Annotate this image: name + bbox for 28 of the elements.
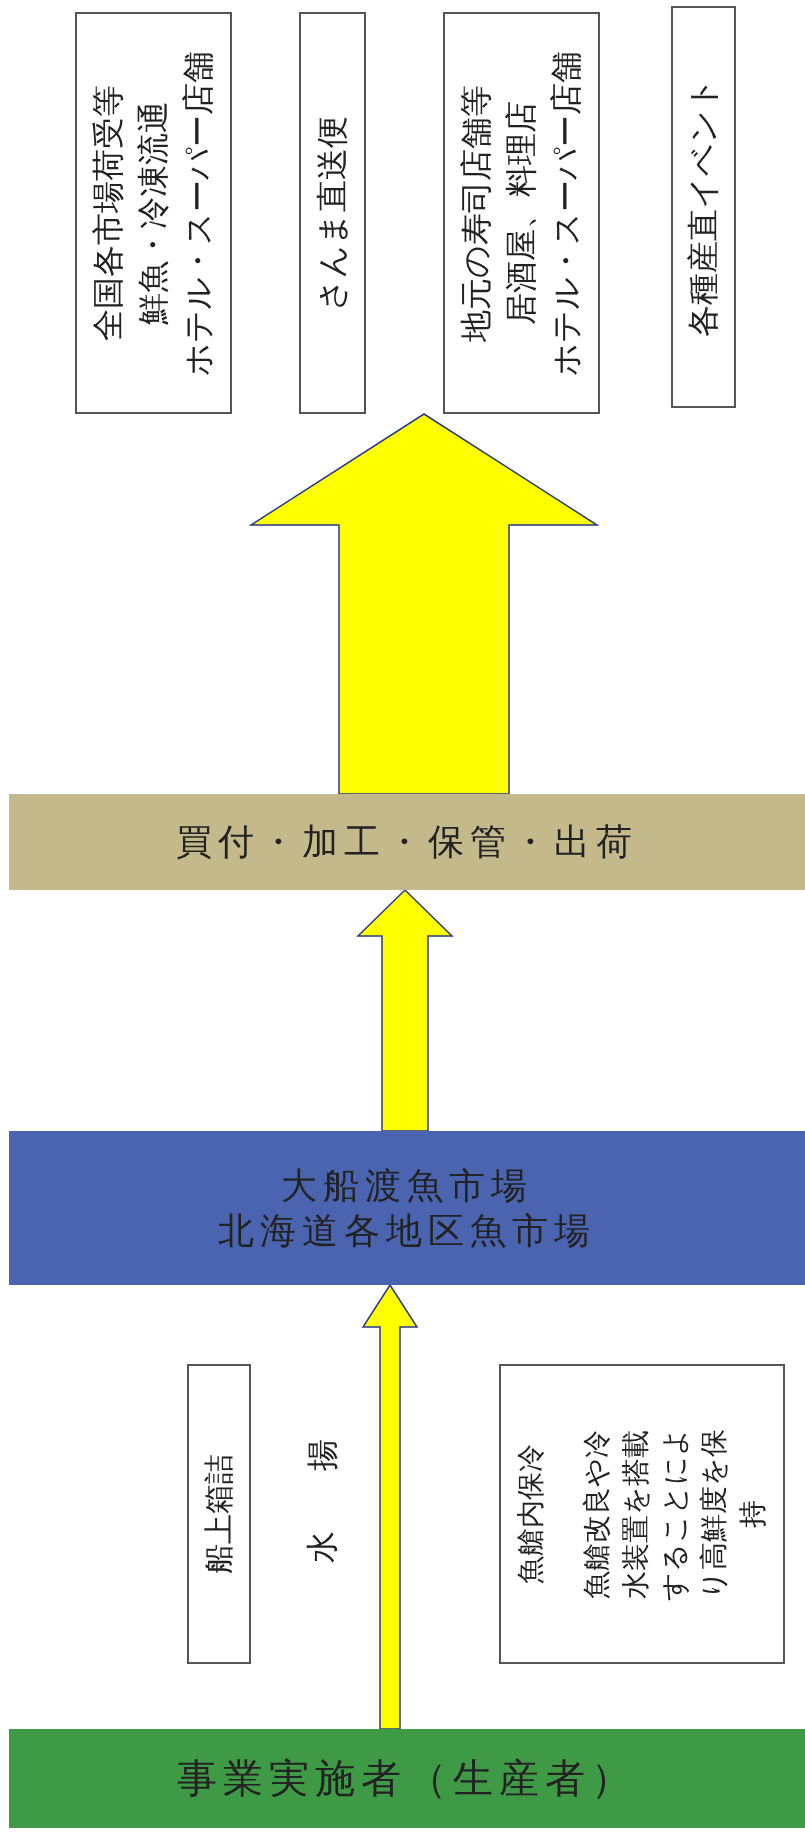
note-box — [187, 1364, 251, 1664]
box-text: ホテル・スーパー店舗 — [177, 50, 218, 376]
band-text: 買付・加工・保管・出荷 — [176, 821, 638, 863]
market-band — [9, 1131, 805, 1285]
band-text: 北海道各地区魚市場 — [218, 1210, 596, 1252]
producer-band — [9, 1729, 805, 1828]
block-arrow — [356, 888, 454, 1132]
box-text: 居酒屋、料理店 — [501, 101, 542, 325]
block-arrow — [361, 1283, 419, 1730]
box-text: ホテル・スーパー店舗 — [545, 50, 586, 376]
block-arrow — [248, 413, 600, 795]
box-text: 鮮魚・冷凍流通 — [133, 101, 174, 325]
destination-box — [671, 6, 736, 408]
destination-box — [443, 12, 600, 414]
processing-band — [9, 794, 805, 890]
band-text: 事業実施者（生産者） — [177, 1755, 637, 1802]
box-text: 船上箱詰 — [200, 1454, 237, 1574]
box-text: 地元の寿司店舗等 — [456, 84, 497, 342]
box-text: 各種産直イベント — [683, 77, 724, 337]
box-text: 魚艙改良や冷水装置を搭載することにより高鮮度を保持 — [578, 1426, 771, 1603]
box-text: 全国各市場荷受等 — [88, 85, 129, 341]
box-text: さんま直送便 — [312, 115, 353, 311]
note-box — [499, 1364, 785, 1664]
box-text: 魚艙内保冷 — [513, 1443, 549, 1586]
band-text: 大船渡魚市場 — [281, 1164, 533, 1206]
edge-label: 水揚 — [302, 1379, 342, 1563]
destination-box — [75, 12, 232, 414]
destination-box — [299, 12, 366, 414]
